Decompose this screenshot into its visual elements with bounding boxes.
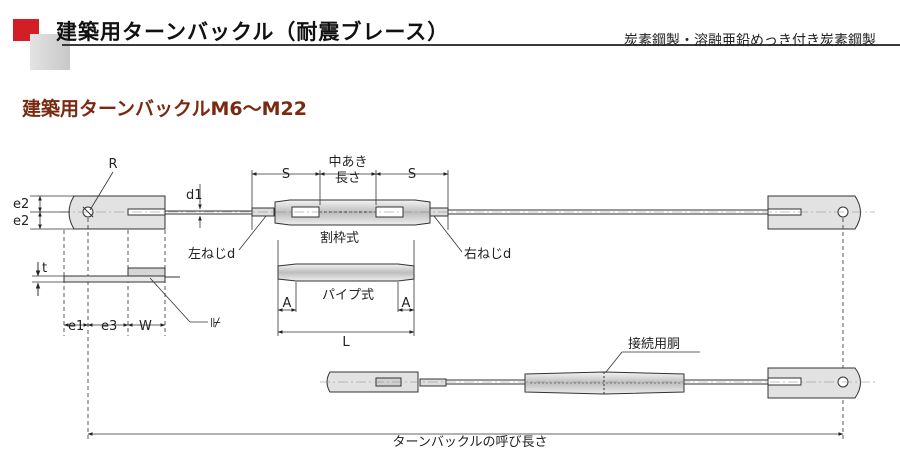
label-split-frame: 割枠式 [320,230,359,246]
page-title: 建築用ターンバックル（耐震ブレース） [56,20,450,44]
label-opening-2: 長さ [335,171,361,186]
label-W: W [139,319,152,334]
main-turnbuckle-view [60,195,875,230]
left-end-plate [68,195,166,230]
label-left-thread: 左ねじd [188,247,235,262]
right-end-plate [767,195,861,230]
label-t: t [42,261,47,276]
dimension-lines [30,170,844,440]
header-rule [62,44,900,46]
connection-view [87,351,875,436]
weld-symbol-icon: ⊮ [210,316,221,331]
label-e3: e3 [101,319,117,334]
plate-side-view [32,262,208,327]
label-R: R [108,157,117,172]
label-d1: d1 [186,188,203,203]
label-L: L [342,335,350,350]
label-A-left: A [283,296,292,311]
label-e2-top: e2 [13,197,29,212]
label-A-right: A [402,296,411,311]
diagram-labels: R e2 e2 d1 S 中あき 長さ S 左ねじd 割枠式 右ねじd t パイ… [13,155,680,450]
label-S-right: S [408,167,416,182]
split-frame-body [274,199,431,226]
material-spec: 炭素鋼製・溶融亜鉛めっき付き炭素鋼製 [624,33,876,49]
label-S-left: S [282,167,290,182]
logo-gray-square [30,34,70,70]
label-e2-bottom: e2 [13,214,29,229]
label-opening-1: 中あき [328,155,367,170]
label-right-thread: 右ねじd [464,247,511,262]
section-subtitle: 建築用ターンバックルM6〜M22 [22,98,307,120]
label-e1: e1 [68,319,84,334]
header: 建築用ターンバックル（耐震ブレース） 炭素鋼製・溶融亜鉛めっき付き炭素鋼製 [0,0,900,80]
pipe-type-view [277,240,415,336]
label-connection-body: 接続用胴 [628,336,680,352]
label-nominal-length: ターンバックルの呼び長さ [393,435,548,450]
label-pipe-type: パイプ式 [322,288,374,303]
